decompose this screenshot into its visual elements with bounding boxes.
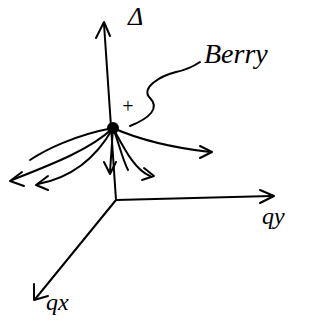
- field-arrowhead: [200, 146, 212, 158]
- delta-axis: [104, 24, 116, 200]
- charge-sign: +: [121, 96, 135, 116]
- axis-arrowhead: [260, 190, 274, 203]
- monopole-dot: [107, 122, 119, 134]
- field-line: [113, 128, 128, 170]
- axis-arrowhead: [96, 22, 110, 38]
- field-arrowhead: [36, 176, 48, 190]
- field-line: [110, 128, 113, 172]
- qy-axis: [116, 196, 272, 200]
- axis-label: Δ: [128, 4, 143, 30]
- field-arrowhead: [104, 162, 116, 174]
- field-line: [113, 128, 210, 152]
- axis-label: qx: [46, 290, 69, 314]
- leader-line: [130, 62, 200, 126]
- field-arrowhead: [10, 172, 24, 186]
- field-arrowhead: [142, 168, 154, 180]
- callout-label: Berry: [204, 40, 268, 68]
- field-line: [12, 128, 113, 180]
- qx-axis: [36, 200, 116, 298]
- axis-arrowhead: [34, 284, 48, 300]
- axis-label: qy: [262, 204, 285, 228]
- field-line: [38, 128, 113, 184]
- field-line: [30, 128, 113, 160]
